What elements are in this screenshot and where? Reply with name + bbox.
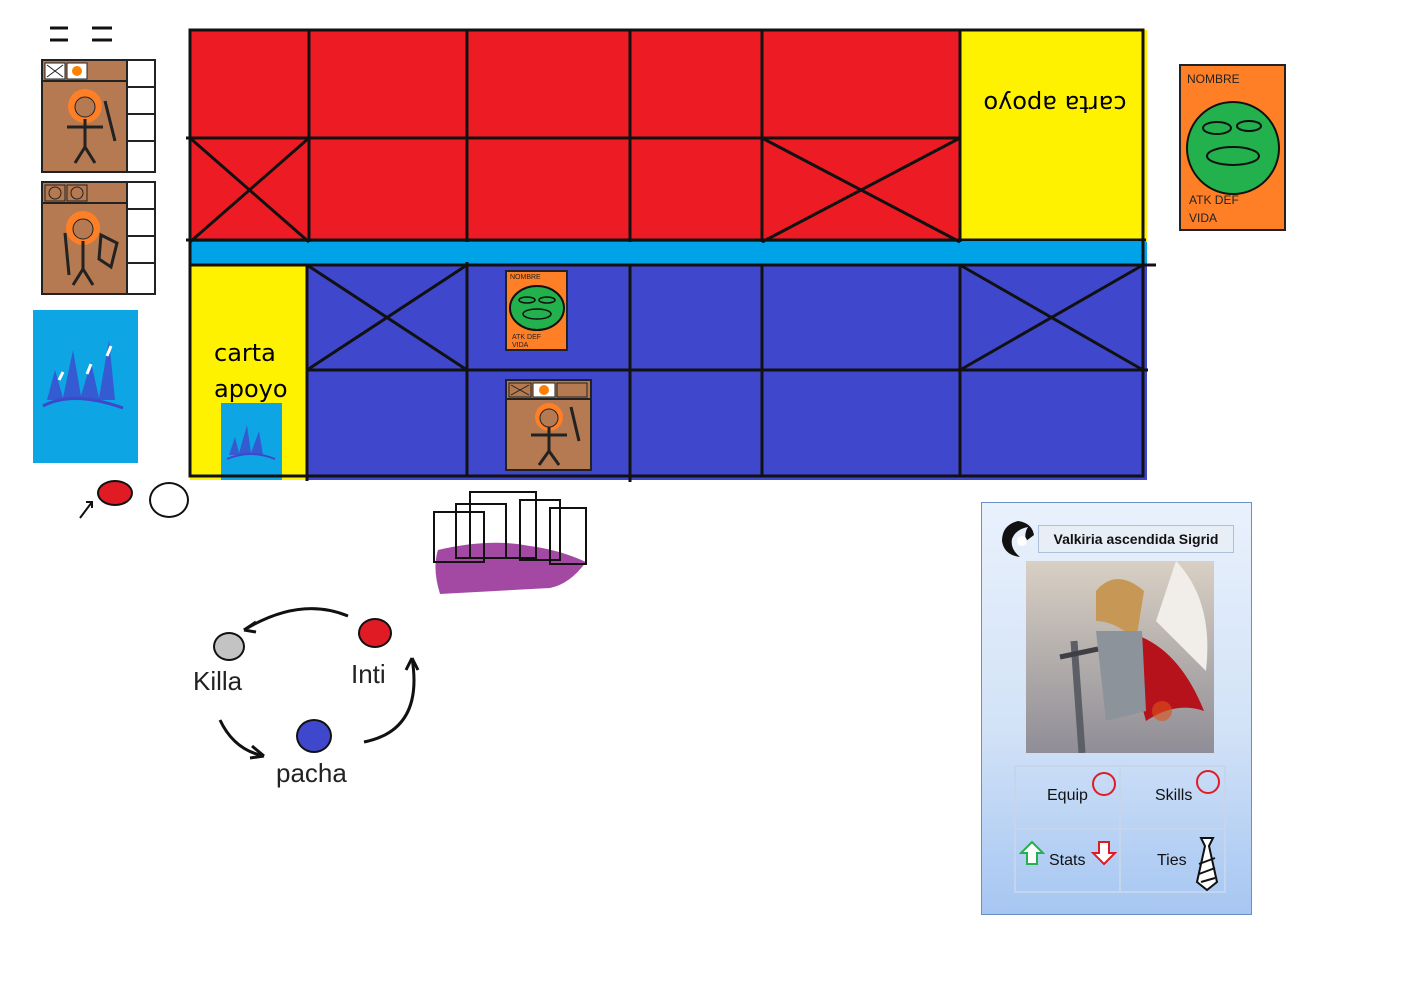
- card-stats-label: ATK DEF: [512, 334, 542, 341]
- player-support-zone[interactable]: carta apoyo: [190, 265, 307, 480]
- ice-spikes-icon: [42, 340, 124, 410]
- inti-label: Inti: [351, 659, 386, 689]
- skills-label: Skills: [1155, 787, 1193, 804]
- cycle-arrows-icon: [218, 607, 420, 760]
- hand-card-2-stat-slots: [126, 181, 156, 295]
- menu-marks-icon: [50, 26, 112, 42]
- player-field: [307, 265, 1147, 480]
- pacha-label: pacha: [276, 758, 347, 788]
- card-life-label: VIDA: [1189, 211, 1218, 225]
- arrow-down-icon: [1091, 841, 1117, 866]
- card-stats-label: ATK DEF: [1189, 193, 1239, 207]
- opponent-monster-card[interactable]: NOMBRE ATK DEF VIDA: [1179, 64, 1286, 231]
- warrior-icon: [507, 382, 590, 466]
- warrior-shield-icon: [43, 184, 126, 286]
- hand-card-warrior-shield[interactable]: [41, 181, 128, 295]
- pacha-token[interactable]: [296, 719, 332, 753]
- card-life-label: VIDA: [512, 342, 529, 349]
- card-detail-panel: Valkiria ascendida Sigrid Equip Skills: [981, 502, 1252, 915]
- hand-support-card[interactable]: [33, 310, 138, 463]
- killa-token[interactable]: [213, 632, 245, 661]
- opponent-support-zone[interactable]: carta apoyo: [960, 30, 1147, 242]
- warrior-icon: [43, 62, 126, 164]
- field-warrior-card[interactable]: [505, 379, 592, 471]
- stats-button[interactable]: Stats: [1015, 829, 1120, 892]
- valkyrie-portrait: [1026, 561, 1214, 753]
- equip-ring-icon: [1092, 772, 1116, 796]
- card-actions-menu: Equip Skills Stats Ties: [1014, 765, 1226, 893]
- board-grid: [186, 28, 1156, 482]
- equip-label: Equip: [1047, 787, 1088, 804]
- arrow-up-icon: [1019, 840, 1045, 865]
- ties-label: Ties: [1157, 852, 1187, 869]
- skills-ring-icon: [1196, 770, 1220, 794]
- killa-label: Killa: [193, 666, 243, 696]
- player-support-label: carta apoyo: [214, 339, 288, 403]
- slime-icon: [1186, 101, 1280, 195]
- game-board: carta apoyo carta apoyo: [186, 28, 1156, 482]
- placed-support-card[interactable]: [221, 403, 282, 480]
- card-title: Valkiria ascendida Sigrid: [1038, 525, 1234, 553]
- hand-card-warrior-sword[interactable]: [41, 59, 128, 173]
- equip-button[interactable]: Equip: [1015, 766, 1120, 829]
- ties-button[interactable]: Ties: [1120, 829, 1225, 892]
- skills-button[interactable]: Skills: [1120, 766, 1225, 829]
- card-stats: ATK DEF VIDA: [1189, 191, 1239, 227]
- necktie-icon: [1195, 837, 1219, 892]
- red-token[interactable]: [97, 480, 133, 506]
- slime-icon: [509, 285, 565, 331]
- field-divider: [190, 242, 1147, 265]
- inti-token[interactable]: [358, 618, 392, 648]
- white-token[interactable]: [149, 482, 189, 518]
- stats-label: Stats: [1049, 852, 1086, 869]
- card-name-label: NOMBRE: [510, 274, 541, 281]
- deck-pile-icon[interactable]: [430, 488, 594, 596]
- dragon-emblem-icon: [1002, 521, 1034, 557]
- field-monster-card[interactable]: NOMBRE ATK DEF VIDA: [505, 270, 568, 351]
- card-name-label: NOMBRE: [1187, 72, 1240, 86]
- turn-arrow-icon: [79, 501, 93, 519]
- ice-spikes-icon: [226, 425, 276, 460]
- hand-card-1-stat-slots: [126, 59, 156, 173]
